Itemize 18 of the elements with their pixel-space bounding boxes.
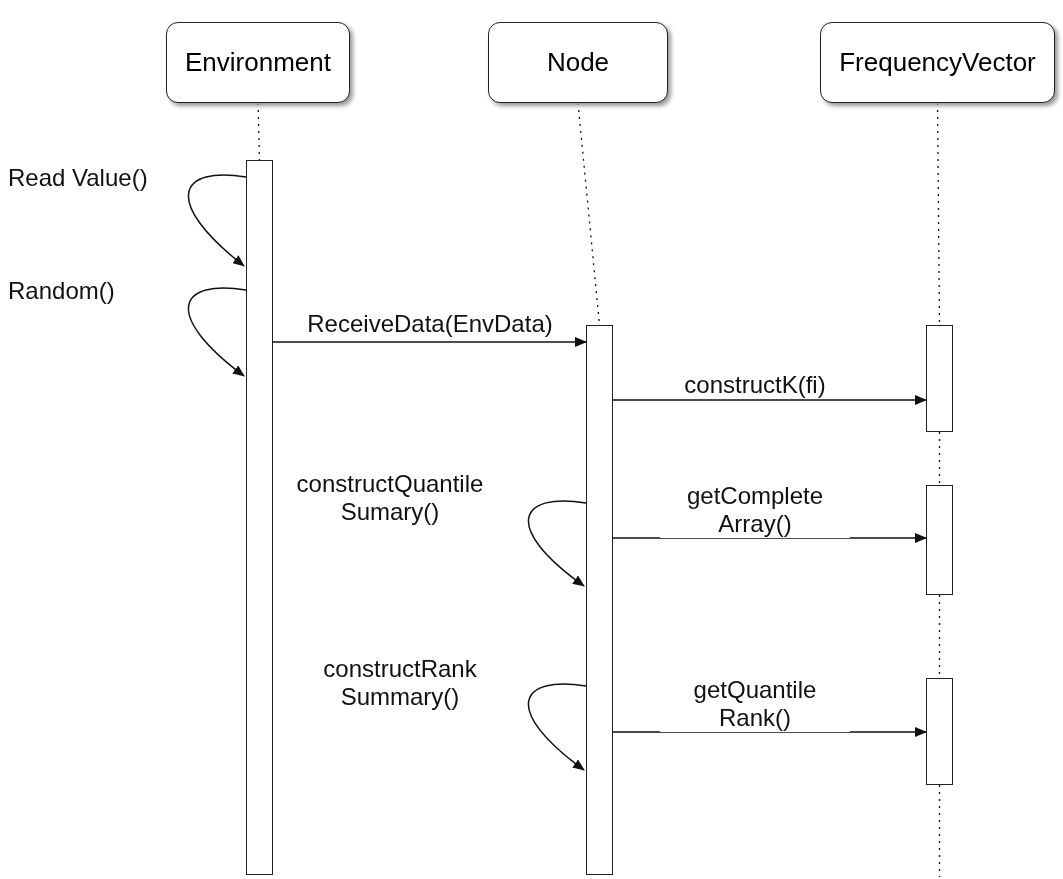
lifeline-head-box: Environment (166, 22, 350, 103)
message-arrow (272, 337, 587, 347)
self-message-arrow (528, 500, 587, 587)
self-message-arrow (188, 287, 247, 377)
message-arrow (612, 533, 927, 543)
lifeline (938, 431, 941, 486)
lifeline-head-box: FrequencyVector (820, 22, 1055, 103)
self-message-arrow (528, 683, 587, 771)
activation-bar (926, 325, 953, 432)
activation-bar (246, 160, 273, 875)
activation-bar (586, 325, 613, 875)
activation-bar (926, 678, 953, 785)
message-arrow (612, 395, 927, 405)
activation-bar (926, 485, 953, 595)
message-arrow (612, 727, 927, 737)
self-message-arrow (188, 174, 247, 267)
lifeline-head-box: Node (488, 22, 668, 103)
lifeline (938, 784, 941, 878)
